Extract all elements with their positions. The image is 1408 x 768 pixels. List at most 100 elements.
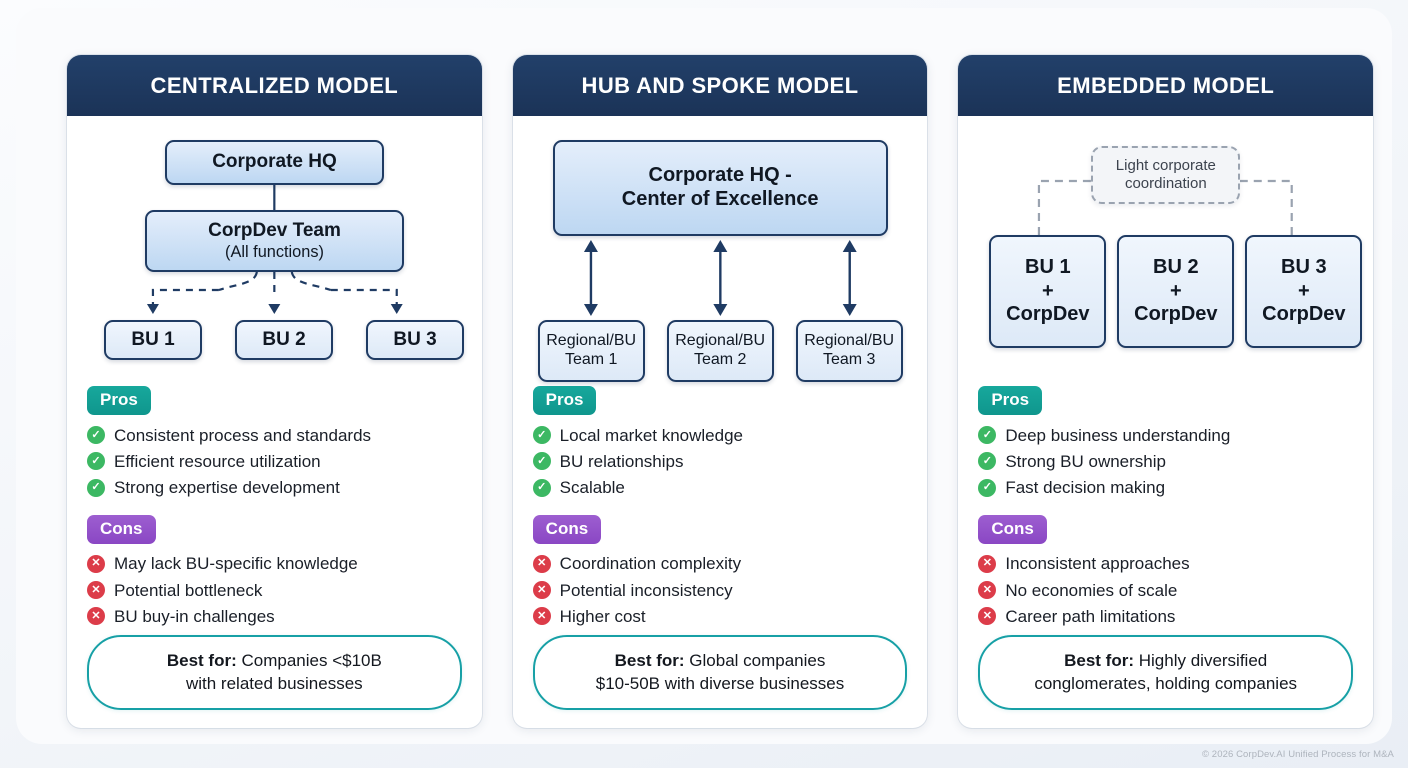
list-item: ✓ Fast decision making <box>978 475 1353 501</box>
pros-badge: Pros <box>978 386 1043 415</box>
best-for-line2: conglomerates, holding companies <box>1034 673 1298 693</box>
node-regional-bu-team-1-line1: Regional/BU <box>546 332 637 350</box>
cross-icon: ✕ <box>532 607 551 626</box>
model-card-centralized[interactable]: CENTRALIZED MODEL <box>67 55 482 728</box>
pros-list-hub-and-spoke: ✓ Local market knowledge ✓ BU relationsh… <box>532 422 908 501</box>
node-bu-2-corpdev-line1: BU 2 <box>1153 256 1199 279</box>
cons-item-text: No economies of scale <box>1005 580 1178 600</box>
list-item: ✕ Potential bottleneck <box>87 577 462 603</box>
check-icon: ✓ <box>978 478 997 497</box>
list-item: ✕ Potential inconsistency <box>532 577 908 603</box>
model-card-hub-and-spoke[interactable]: HUB AND SPOKE MODEL <box>512 55 928 728</box>
node-regional-bu-team-2-line2: Team 2 <box>693 351 747 368</box>
list-item: ✕ Coordination complexity <box>532 551 908 577</box>
cons-section-hub-and-spoke: Cons ✕ Coordination complexity ✕ Potenti… <box>532 514 908 630</box>
node-corpdev-team[interactable]: CorpDev Team (All functions) <box>145 210 404 272</box>
node-corporate-hq-coe[interactable]: Corporate HQ - Center of Excellence <box>552 140 888 236</box>
list-item: ✕ BU buy-in challenges <box>87 603 462 629</box>
node-bu-2[interactable]: BU 2 <box>235 320 333 360</box>
cross-icon: ✕ <box>532 554 551 573</box>
card-body-centralized: Corporate HQ CorpDev Team (All functions… <box>67 116 482 728</box>
list-item: ✓ Deep business understanding <box>978 422 1353 448</box>
cons-section-centralized: Cons ✕ May lack BU-specific knowledge ✕ … <box>87 514 462 630</box>
diagram-embedded: Light corporate coordination BU 1 + Corp… <box>978 132 1363 380</box>
cross-icon: ✕ <box>978 554 997 573</box>
node-regional-bu-team-3[interactable]: Regional/BU Team 3 <box>795 320 903 382</box>
node-bu-1-corpdev[interactable]: BU 1 + CorpDev <box>989 235 1107 348</box>
node-corpdev-team-label: CorpDev Team <box>208 220 341 242</box>
check-icon: ✓ <box>87 452 105 471</box>
cross-icon: ✕ <box>978 607 997 626</box>
card-title-embedded: EMBEDDED MODEL <box>958 55 1374 116</box>
check-icon: ✓ <box>978 452 997 471</box>
node-bu-2-corpdev-line3: CorpDev <box>1134 303 1218 326</box>
node-bu-3-corpdev-line3: CorpDev <box>1262 303 1346 326</box>
pros-badge: Pros <box>87 386 151 415</box>
cons-item-text: Coordination complexity <box>559 554 742 574</box>
card-body-embedded: Light corporate coordination BU 1 + Corp… <box>958 116 1373 728</box>
list-item: ✕ Career path limitations <box>978 603 1353 629</box>
cons-item-text: BU buy-in challenges <box>114 606 275 626</box>
node-bu-3-corpdev[interactable]: BU 3 + CorpDev <box>1245 235 1363 348</box>
diagram-centralized: Corporate HQ CorpDev Team (All functions… <box>87 132 464 380</box>
node-bu-1-corpdev-line3: CorpDev <box>1006 303 1090 326</box>
node-bu-1[interactable]: BU 1 <box>104 320 202 360</box>
cross-icon: ✕ <box>532 581 551 600</box>
pros-list-centralized: ✓ Consistent process and standards ✓ Eff… <box>87 422 462 501</box>
list-item: ✕ May lack BU-specific knowledge <box>87 551 462 577</box>
node-corporate-hq-coe-line2: Center of Excellence <box>621 188 819 210</box>
pros-item-text: Consistent process and standards <box>114 425 372 445</box>
cons-badge: Cons <box>978 514 1047 544</box>
pros-section-centralized: Pros ✓ Consistent process and standards … <box>87 386 462 501</box>
pros-item-text: Deep business understanding <box>1005 425 1231 445</box>
node-regional-bu-team-1[interactable]: Regional/BU Team 1 <box>537 320 645 382</box>
best-for-line2: with related businesses <box>185 673 363 693</box>
best-for-line1: Companies <$10B <box>241 651 382 671</box>
best-for-prefix: Best for: <box>166 651 237 671</box>
ghost-node-line2: coordination <box>1124 175 1207 192</box>
copyright-note: © 2026 CorpDev.AI Unified Process for M&… <box>1201 749 1394 760</box>
cross-icon: ✕ <box>87 554 105 573</box>
node-bu-2-corpdev[interactable]: BU 2 + CorpDev <box>1117 235 1235 348</box>
list-item: ✓ Local market knowledge <box>532 422 908 448</box>
pros-item-text: Scalable <box>559 478 625 497</box>
card-title-centralized: CENTRALIZED MODEL <box>67 55 482 116</box>
card-body-hub-and-spoke: Corporate HQ - Center of Excellence Regi… <box>513 116 928 728</box>
pros-badge: Pros <box>532 386 597 415</box>
model-comparison-columns: CENTRALIZED MODEL <box>67 55 1374 728</box>
cons-item-text: Career path limitations <box>1005 606 1176 626</box>
node-regional-bu-team-2-line1: Regional/BU <box>675 332 766 350</box>
check-icon: ✓ <box>87 426 105 445</box>
node-bu-3-corpdev-line1: BU 3 <box>1281 256 1327 279</box>
pros-item-text: Efficient resource utilization <box>114 451 321 471</box>
cross-icon: ✕ <box>87 581 105 600</box>
node-bu-1-corpdev-line1: BU 1 <box>1025 256 1071 279</box>
cross-icon: ✕ <box>87 607 105 626</box>
node-corpdev-team-sublabel: (All functions) <box>225 242 324 261</box>
list-item: ✓ Strong expertise development <box>87 475 462 501</box>
node-bu-3-corpdev-line2: + <box>1298 279 1310 302</box>
cons-item-text: Inconsistent approaches <box>1005 554 1190 574</box>
cons-list-centralized: ✕ May lack BU-specific knowledge ✕ Poten… <box>87 551 462 630</box>
pros-item-text: Local market knowledge <box>559 425 743 445</box>
node-regional-bu-team-2[interactable]: Regional/BU Team 2 <box>666 320 774 382</box>
cons-item-text: Higher cost <box>559 606 646 626</box>
model-card-embedded[interactable]: EMBEDDED MODEL Light corporate coordinat… <box>958 55 1374 728</box>
node-bu-1-corpdev-line2: + <box>1042 279 1054 302</box>
cons-badge: Cons <box>87 514 156 544</box>
pros-item-text: BU relationships <box>559 451 684 471</box>
node-regional-bu-team-1-line2: Team 1 <box>564 351 618 368</box>
check-icon: ✓ <box>532 426 551 445</box>
ghost-node-line1: Light corporate <box>1115 157 1216 174</box>
best-for-box-embedded: Best for: Highly diversified conglomerat… <box>978 635 1354 710</box>
cons-item-text: Potential bottleneck <box>114 580 263 600</box>
node-bu-3[interactable]: BU 3 <box>366 320 464 360</box>
node-corporate-hq[interactable]: Corporate HQ <box>165 140 384 185</box>
cons-section-embedded: Cons ✕ Inconsistent approaches ✕ No econ… <box>978 514 1353 630</box>
card-title-hub-and-spoke: HUB AND SPOKE MODEL <box>512 55 928 116</box>
best-for-box-hub-and-spoke: Best for: Global companies $10-50B with … <box>532 635 908 710</box>
best-for-line1: Global companies <box>689 651 826 671</box>
list-item: ✓ BU relationships <box>532 448 908 474</box>
node-bu-3-label: BU 3 <box>393 328 437 350</box>
